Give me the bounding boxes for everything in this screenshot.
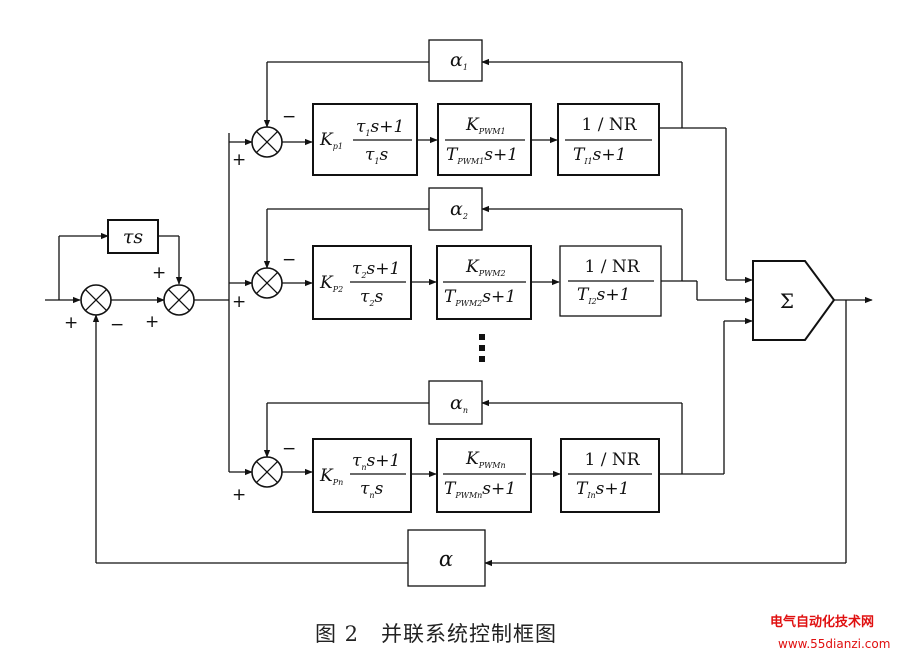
svg-text:1 / NR: 1 / NR: [584, 257, 640, 277]
svg-text:KPWMn: KPWMn: [465, 449, 506, 470]
svg-text:α2: α2: [450, 198, 468, 221]
svg-text:1 / NR: 1 / NR: [581, 115, 637, 135]
svg-text:KPWM1: KPWM1: [465, 115, 506, 136]
summer-label: Σ: [780, 289, 794, 313]
svg-text:αn: αn: [450, 392, 468, 415]
svg-text:KPWM2: KPWM2: [465, 257, 506, 278]
branch-n-pi-block: [312, 438, 412, 513]
watermark-title: 电气自动化技术网: [770, 614, 874, 630]
branch-n: KPn τns+1 τns KPWMn TPWMns+1 1 / NR TIns…: [229, 317, 753, 513]
watermark-url: www.55dianzi.com: [778, 637, 890, 651]
svg-text:TI2s+1: TI2s+1: [577, 285, 630, 306]
sign-sj1-plus: +: [64, 313, 78, 333]
sign-sj2-plus-left: +: [145, 312, 159, 332]
summer-block: Σ: [752, 260, 873, 341]
figure-caption: 图 2 并联系统控制框图: [315, 622, 557, 646]
branch-2-sign-plus: +: [232, 292, 246, 312]
branch-1-sign-plus: +: [232, 150, 246, 170]
feedback-alpha-label: α: [439, 547, 453, 571]
svg-text:α1: α1: [450, 49, 468, 72]
svg-text:KPn: KPn: [319, 466, 343, 487]
svg-text:τns+1: τns+1: [352, 451, 400, 472]
svg-text:τns: τns: [360, 479, 384, 500]
svg-text:TPWM1s+1: TPWM1s+1: [446, 145, 518, 166]
svg-text:TIns+1: TIns+1: [576, 479, 629, 500]
branch-2-alpha-block: [428, 187, 483, 231]
branch-2: KP2 τ2s+1 τ2s KPWM2 TPWM2s+1 1 / NR TI2s…: [229, 187, 753, 320]
watermark: 电气自动化技术网 www.55dianzi.com: [770, 614, 890, 651]
svg-text:τ1s: τ1s: [365, 145, 389, 166]
input-section: τs + − + +: [45, 219, 229, 335]
svg-text:τ2s: τ2s: [360, 287, 384, 308]
feedback-alpha-block: [407, 529, 486, 587]
feedforward-label: τs: [123, 226, 144, 248]
feedforward-block: [107, 219, 159, 254]
branch-n-sign-plus: +: [232, 485, 246, 505]
feedback-loop: α: [92, 300, 847, 587]
branch-1-alpha-block: [428, 39, 483, 82]
svg-text:Kp1: Kp1: [319, 130, 343, 151]
sign-sj2-plus-top: +: [152, 263, 166, 283]
svg-text:TI1s+1: TI1s+1: [573, 145, 626, 166]
svg-text:τ2s+1: τ2s+1: [352, 259, 400, 280]
svg-text:KP2: KP2: [319, 273, 343, 294]
sign-sj1-minus: −: [110, 315, 124, 335]
branch-n-sign-minus: −: [282, 439, 296, 459]
branch-1-sign-minus: −: [282, 107, 296, 127]
svg-text:TPWM2s+1: TPWM2s+1: [444, 287, 516, 308]
svg-text:TPWMns+1: TPWMns+1: [444, 479, 516, 500]
ellipsis-dots: [479, 334, 485, 362]
svg-text:1 / NR: 1 / NR: [584, 450, 640, 470]
branch-n-pwm-block: [436, 438, 532, 513]
svg-text:τ1s+1: τ1s+1: [356, 117, 404, 138]
branch-1: Kp1 τ1s+1 τ1s KPWM1 TPWM1s+1 1 / NR TI1s…: [229, 39, 753, 284]
branch-n-plant-block: [560, 438, 660, 513]
branch-2-sign-minus: −: [282, 250, 296, 270]
